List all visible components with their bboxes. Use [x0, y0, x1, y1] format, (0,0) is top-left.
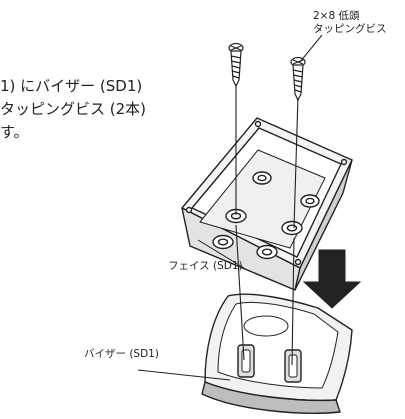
screw-leader: [299, 34, 323, 63]
visor-label: バイザー (SD1): [84, 348, 159, 360]
down-arrow-icon: [302, 249, 362, 309]
screw-guide-lines: [235, 82, 299, 366]
visor-leader: [137, 369, 231, 381]
leader-lines: [137, 34, 323, 381]
screw-label-line-1: 2×8 低頭: [313, 10, 360, 22]
visor-lip: [201, 381, 341, 414]
face-leader: [197, 239, 245, 269]
instruction-line-2: タッピングビス (2本): [0, 100, 147, 118]
face-label: フェイス (SD1): [168, 260, 243, 272]
face-wall-right: [294, 159, 353, 291]
visor: [201, 293, 353, 414]
face-box: [181, 117, 353, 291]
instruction-line-1: 1) にバイザー (SD1): [0, 77, 143, 95]
screw-icon: [290, 56, 306, 102]
screw-label-line-2: タッピングビス: [313, 23, 387, 35]
instruction-line-3: す。: [0, 123, 29, 141]
screw-icon: [228, 42, 244, 88]
